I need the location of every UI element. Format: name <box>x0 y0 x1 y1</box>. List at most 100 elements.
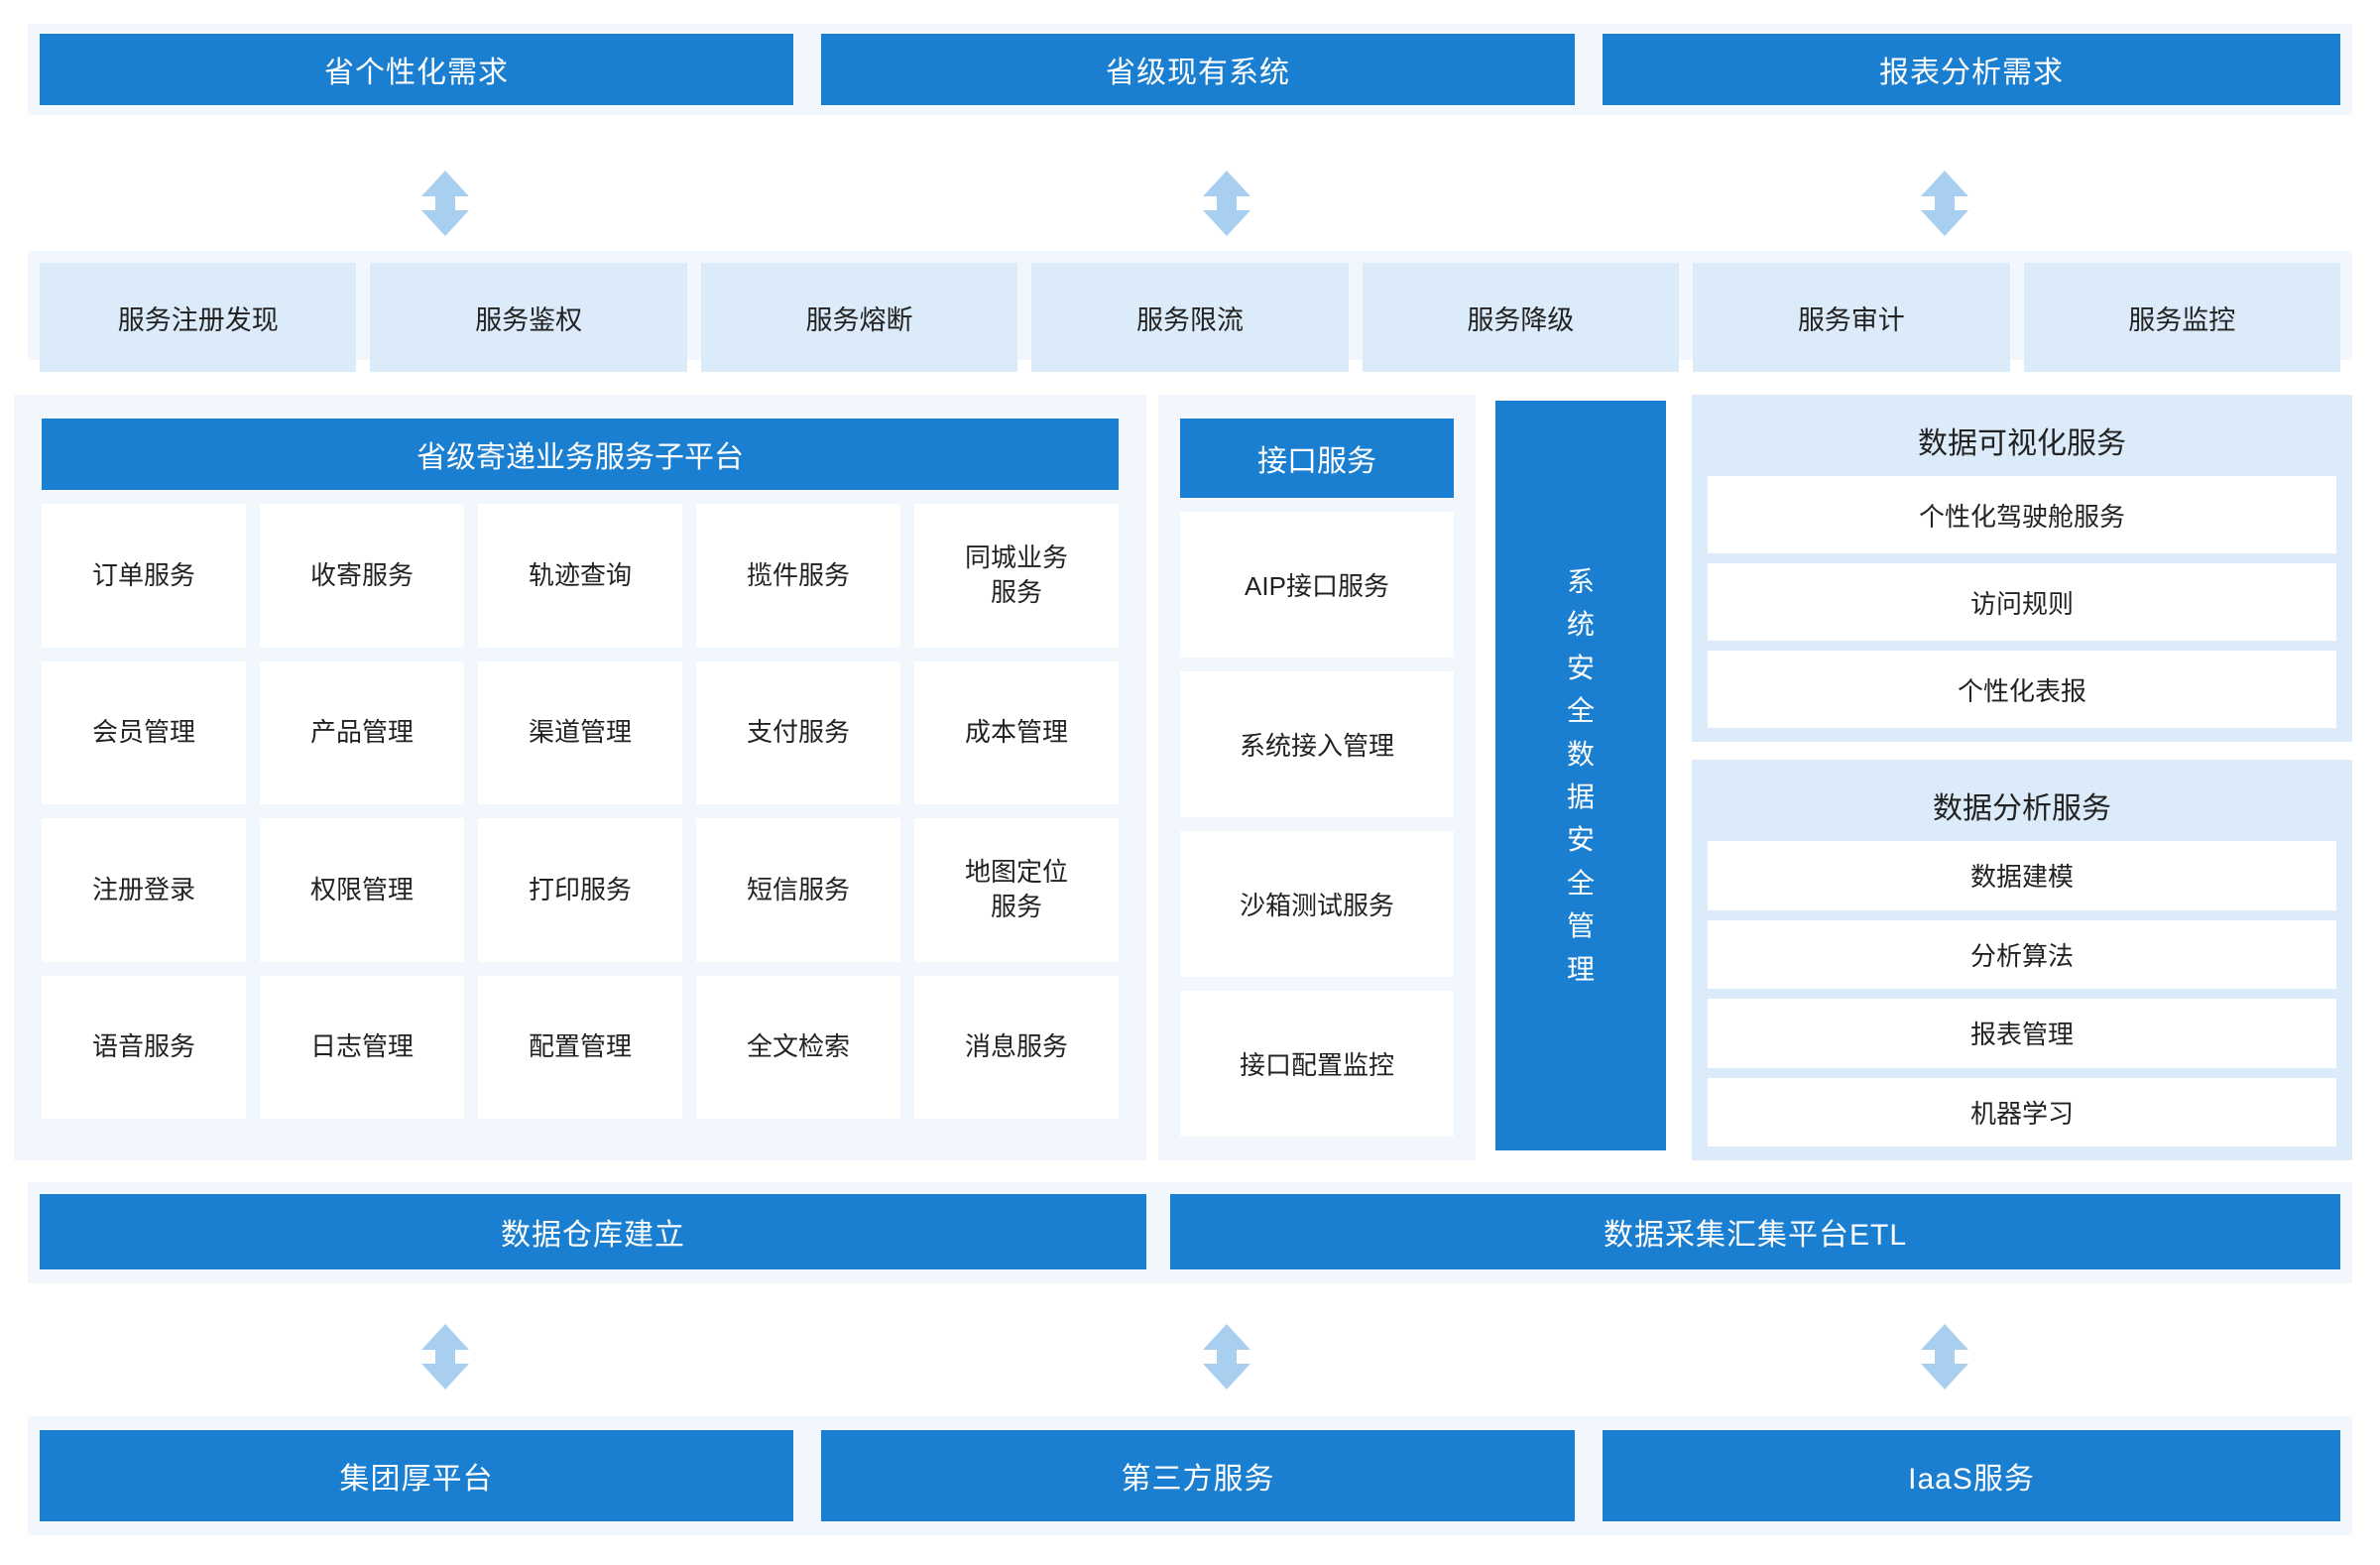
visualization-item[interactable]: 个性化驾驶舱服务 <box>1708 476 2336 553</box>
data-visualization-title: 数据可视化服务 <box>1708 409 2336 476</box>
bottom-block-1-label: 第三方服务 <box>1121 1463 1275 1496</box>
analysis-item[interactable]: 机器学习 <box>1708 1077 2336 1146</box>
gov-chip-1[interactable]: 服务鉴权 <box>370 263 687 372</box>
top-block-2[interactable]: 报表分析需求 <box>1603 34 2340 105</box>
service-cell[interactable]: 短信服务 <box>696 818 900 962</box>
bottom-block-0-label: 集团厚平台 <box>339 1463 494 1496</box>
gov-chip-0[interactable]: 服务注册发现 <box>40 263 357 372</box>
service-cell-label: 消息服务 <box>964 1031 1068 1062</box>
analysis-item-label: 分析算法 <box>1969 940 2074 971</box>
service-cell[interactable]: 消息服务 <box>914 975 1119 1119</box>
arrow-top-2 <box>1921 171 1968 236</box>
service-cell-label: 地图定位 服务 <box>964 857 1068 922</box>
service-cell[interactable]: 日志管理 <box>260 975 464 1119</box>
security-management-column[interactable]: 系统安全数据安全管理 <box>1495 401 1666 1150</box>
service-cell[interactable]: 全文检索 <box>696 975 900 1119</box>
interface-item-label: 接口配置监控 <box>1239 1050 1394 1080</box>
service-cell[interactable]: 订单服务 <box>42 504 246 648</box>
analysis-item-label: 机器学习 <box>1969 1098 2074 1129</box>
gov-chip-0-label: 服务注册发现 <box>117 304 279 335</box>
service-cell-label: 注册登录 <box>91 874 195 904</box>
data-visualization-panel: 数据可视化服务 个性化驾驶舱服务 访问规则 个性化表报 <box>1692 395 2352 742</box>
service-cell-label: 权限管理 <box>309 874 414 904</box>
analytics-column: 数据可视化服务 个性化驾驶舱服务 访问规则 个性化表报 数据分析服务 数据建模 … <box>1692 395 2352 1160</box>
interface-item-label: 沙箱测试服务 <box>1239 891 1394 920</box>
bottom-block-1[interactable]: 第三方服务 <box>821 1430 1575 1521</box>
service-cell-label: 全文检索 <box>746 1031 850 1062</box>
gov-chip-6[interactable]: 服务监控 <box>2023 263 2340 372</box>
service-cell[interactable]: 会员管理 <box>42 661 246 804</box>
service-cell[interactable]: 权限管理 <box>260 818 464 962</box>
bottom-block-2[interactable]: IaaS服务 <box>1603 1430 2340 1521</box>
visualization-item-label: 个性化表报 <box>1957 675 2086 706</box>
analysis-item-label: 数据建模 <box>1969 862 2074 893</box>
data-visualization-list: 个性化驾驶舱服务 访问规则 个性化表报 <box>1708 476 2336 728</box>
service-cell[interactable]: 地图定位 服务 <box>914 818 1119 962</box>
top-block-2-label: 报表分析需求 <box>1879 57 2064 89</box>
business-platform-band: 省级寄递业务服务子平台 订单服务 收寄服务 轨迹查询 揽件服务 同城业务 服务 … <box>14 395 1146 1160</box>
gov-chip-4[interactable]: 服务降级 <box>1362 263 1680 372</box>
service-cell[interactable]: 轨迹查询 <box>478 504 682 648</box>
visualization-item-label: 访问规则 <box>1969 588 2074 619</box>
visualization-item-label: 个性化驾驶舱服务 <box>1918 501 2125 532</box>
data-etl-block[interactable]: 数据采集汇集平台ETL <box>1170 1194 2340 1269</box>
data-warehouse-block[interactable]: 数据仓库建立 <box>40 1194 1146 1269</box>
arrow-bottom-1 <box>1203 1324 1250 1389</box>
visualization-item[interactable]: 访问规则 <box>1708 563 2336 641</box>
gov-chip-2[interactable]: 服务熔断 <box>700 263 1018 372</box>
service-cell-label: 语音服务 <box>91 1031 195 1062</box>
service-cell-label: 日志管理 <box>309 1031 414 1062</box>
gov-chip-3-label: 服务限流 <box>1135 304 1244 335</box>
service-governance-band: 服务注册发现 服务鉴权 服务熔断 服务限流 服务降级 服务审计 服务监控 <box>28 251 2352 372</box>
service-cell-label: 短信服务 <box>746 874 850 904</box>
gov-chip-2-label: 服务熔断 <box>805 304 913 335</box>
service-cell[interactable]: 支付服务 <box>696 661 900 804</box>
bottom-block-0[interactable]: 集团厚平台 <box>40 1430 793 1521</box>
interface-item-label: AIP接口服务 <box>1245 571 1389 601</box>
gov-chip-1-label: 服务鉴权 <box>475 304 583 335</box>
service-cell-label: 渠道管理 <box>528 717 632 748</box>
service-cell-label: 揽件服务 <box>746 559 850 590</box>
top-block-1-label: 省级现有系统 <box>1106 57 1290 89</box>
interface-item[interactable]: 沙箱测试服务 <box>1180 831 1454 977</box>
data-analysis-list: 数据建模 分析算法 报表管理 机器学习 <box>1708 841 2336 1146</box>
business-platform-title-label: 省级寄递业务服务子平台 <box>416 441 744 474</box>
gov-chip-5[interactable]: 服务审计 <box>1693 263 2010 372</box>
interface-services-title-label: 接口服务 <box>1257 445 1376 478</box>
service-cell-label: 配置管理 <box>528 1031 632 1062</box>
service-cell[interactable]: 配置管理 <box>478 975 682 1119</box>
data-visualization-title-label: 数据可视化服务 <box>1918 427 2126 460</box>
service-cell[interactable]: 同城业务 服务 <box>914 504 1119 648</box>
interface-item[interactable]: AIP接口服务 <box>1180 512 1454 658</box>
service-cell[interactable]: 打印服务 <box>478 818 682 962</box>
data-layer-band: 数据仓库建立 数据采集汇集平台ETL <box>28 1182 2352 1283</box>
analysis-item[interactable]: 分析算法 <box>1708 919 2336 989</box>
service-cell[interactable]: 成本管理 <box>914 661 1119 804</box>
service-cell[interactable]: 语音服务 <box>42 975 246 1119</box>
service-cell[interactable]: 注册登录 <box>42 818 246 962</box>
analysis-item[interactable]: 报表管理 <box>1708 999 2336 1068</box>
visualization-item[interactable]: 个性化表报 <box>1708 651 2336 728</box>
service-cell-label: 收寄服务 <box>309 559 414 590</box>
service-cell-label: 轨迹查询 <box>528 559 632 590</box>
bottom-block-2-label: IaaS服务 <box>1908 1463 2035 1496</box>
top-block-0[interactable]: 省个性化需求 <box>40 34 793 105</box>
business-platform-grid: 订单服务 收寄服务 轨迹查询 揽件服务 同城业务 服务 会员管理 产品管理 渠道… <box>42 504 1119 1119</box>
data-analysis-panel: 数据分析服务 数据建模 分析算法 报表管理 机器学习 <box>1692 760 2352 1160</box>
service-cell[interactable]: 渠道管理 <box>478 661 682 804</box>
interface-item[interactable]: 系统接入管理 <box>1180 671 1454 817</box>
service-cell-label: 订单服务 <box>91 559 195 590</box>
interface-item[interactable]: 接口配置监控 <box>1180 991 1454 1137</box>
service-cell[interactable]: 收寄服务 <box>260 504 464 648</box>
interface-item-label: 系统接入管理 <box>1239 731 1394 761</box>
bottom-infrastructure-band: 集团厚平台 第三方服务 IaaS服务 <box>28 1416 2352 1535</box>
gov-chip-3[interactable]: 服务限流 <box>1031 263 1349 372</box>
analysis-item[interactable]: 数据建模 <box>1708 841 2336 910</box>
service-cell[interactable]: 产品管理 <box>260 661 464 804</box>
service-cell-label: 打印服务 <box>528 874 632 904</box>
service-cell-label: 产品管理 <box>309 717 414 748</box>
top-requirements-band: 省个性化需求 省级现有系统 报表分析需求 <box>28 24 2352 115</box>
service-cell-label: 成本管理 <box>964 717 1068 748</box>
service-cell[interactable]: 揽件服务 <box>696 504 900 648</box>
top-block-1[interactable]: 省级现有系统 <box>821 34 1575 105</box>
